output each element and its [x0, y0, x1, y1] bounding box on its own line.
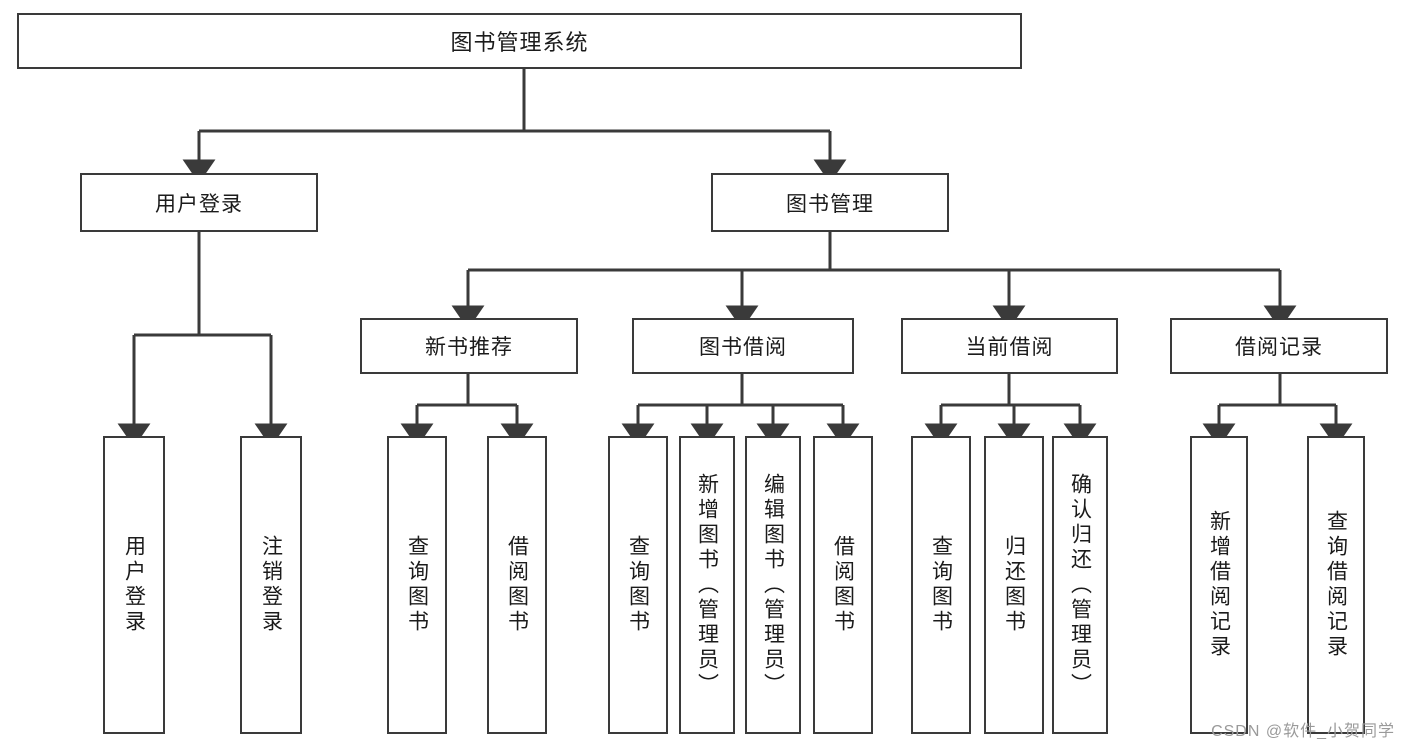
node-label: 图书借阅 [699, 336, 787, 359]
node-label: 归还图书 [1002, 535, 1026, 635]
node-book-management[interactable]: 图书管理 [711, 173, 949, 232]
node-label: 借阅图书 [505, 535, 529, 635]
node-label: 编辑图书（管理员） [761, 472, 785, 698]
node-book-borrow[interactable]: 图书借阅 [632, 318, 854, 374]
node-label: 查询图书 [405, 535, 429, 635]
node-borrow-book-1[interactable]: 借阅图书 [487, 436, 547, 734]
node-label: 用户登录 [122, 535, 146, 635]
node-label: 新书推荐 [425, 336, 513, 359]
node-query-book-3[interactable]: 查询图书 [911, 436, 971, 734]
node-label: 图书管理 [786, 192, 874, 216]
node-label: 当前借阅 [965, 336, 1054, 359]
node-label: 确认归还（管理员） [1068, 472, 1092, 698]
node-user-logout[interactable]: 注销登录 [240, 436, 302, 734]
node-return-book[interactable]: 归还图书 [984, 436, 1044, 734]
node-label: 新增借阅记录 [1207, 510, 1231, 660]
node-label: 查询图书 [929, 535, 953, 635]
node-user-login-do[interactable]: 用户登录 [103, 436, 165, 734]
node-label: 查询借阅记录 [1324, 510, 1348, 660]
node-confirm-return-admin[interactable]: 确认归还（管理员） [1052, 436, 1108, 734]
node-label: 借阅记录 [1235, 336, 1323, 359]
node-current-borrow[interactable]: 当前借阅 [901, 318, 1118, 374]
node-edit-book-admin[interactable]: 编辑图书（管理员） [745, 436, 801, 734]
node-label: 用户登录 [155, 192, 243, 216]
node-label: 图书管理系统 [450, 30, 589, 55]
node-query-borrow-record[interactable]: 查询借阅记录 [1307, 436, 1365, 734]
node-add-borrow-record[interactable]: 新增借阅记录 [1190, 436, 1248, 734]
node-borrow-record[interactable]: 借阅记录 [1170, 318, 1388, 374]
node-label: 新增图书（管理员） [695, 472, 719, 698]
node-query-book-1[interactable]: 查询图书 [387, 436, 447, 734]
node-label: 查询图书 [626, 535, 650, 635]
node-label: 注销登录 [259, 535, 283, 635]
node-new-book-recommend[interactable]: 新书推荐 [360, 318, 578, 374]
node-user-login[interactable]: 用户登录 [80, 173, 318, 232]
node-label: 借阅图书 [831, 535, 855, 635]
node-root[interactable]: 图书管理系统 [17, 13, 1022, 69]
node-add-book-admin[interactable]: 新增图书（管理员） [679, 436, 735, 734]
node-query-book-2[interactable]: 查询图书 [608, 436, 668, 734]
node-borrow-book-2[interactable]: 借阅图书 [813, 436, 873, 734]
